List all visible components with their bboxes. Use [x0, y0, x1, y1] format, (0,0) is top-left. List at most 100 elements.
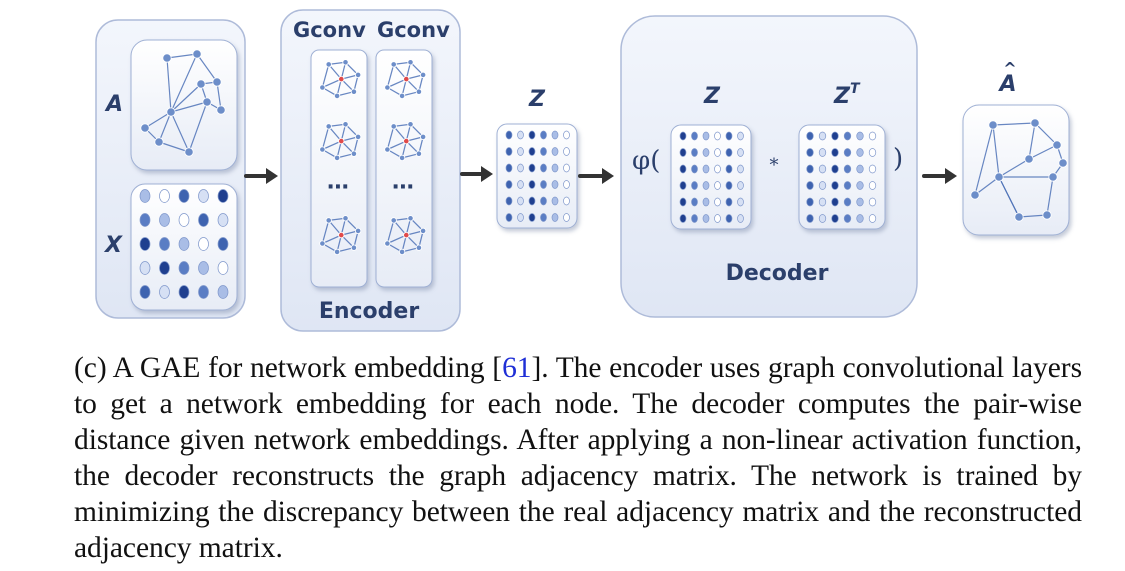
- z-label: Z: [528, 87, 546, 112]
- graph-node: [162, 53, 172, 63]
- graph-node: [398, 248, 406, 256]
- graph-node: [333, 92, 341, 100]
- matrix-dot: [517, 147, 524, 156]
- matrix-dot: [139, 261, 151, 275]
- arrow-head: [266, 168, 278, 184]
- graph-node: [407, 215, 414, 222]
- graph-edge: [393, 63, 407, 80]
- graph-edge: [170, 83, 202, 113]
- matrix-dot: [737, 181, 744, 190]
- graph-node: [196, 79, 206, 89]
- matrix-dot: [714, 164, 721, 174]
- graph-node: [354, 133, 362, 141]
- matrix-dot: [551, 163, 559, 173]
- graph-edge: [393, 125, 407, 142]
- graph-node: [333, 248, 341, 256]
- caption-text-end: ]. The encoder uses graph convolutional …: [74, 352, 1082, 564]
- decoder-zt-label: ZT: [833, 81, 861, 109]
- layer-node-graph: [319, 59, 362, 100]
- encoder-panel: Gconv Gconv ⋯ ⋯ Encoder: [280, 9, 461, 332]
- matrix-dot: [818, 148, 827, 157]
- matrix-dot: [178, 285, 190, 299]
- reconstructed-graph: [970, 118, 1068, 222]
- phi-close: ): [893, 144, 903, 174]
- matrix-dot: [856, 148, 864, 157]
- matrix-dot: [691, 181, 698, 190]
- matrix-dot: [818, 197, 827, 207]
- matrix-dot: [528, 130, 536, 140]
- graph-node: [419, 227, 427, 235]
- a-hat-label: A: [997, 72, 1016, 97]
- graph-edge: [216, 81, 222, 111]
- matrix-dot: [856, 197, 864, 207]
- matrix-dot: [831, 164, 839, 174]
- matrix-dot: [505, 196, 513, 206]
- graph-node: [1042, 210, 1052, 220]
- matrix-dot: [843, 164, 852, 174]
- matrix-dot: [178, 189, 190, 203]
- graph-edge: [322, 234, 342, 245]
- graph-node: [325, 217, 332, 224]
- matrix-dot: [856, 181, 864, 190]
- matrix-dot: [679, 164, 687, 174]
- graph-edge: [321, 126, 330, 150]
- graph-edge: [992, 122, 1036, 126]
- citation-link[interactable]: 61: [502, 352, 532, 384]
- matrix-dot: [843, 181, 852, 190]
- matrix-dot: [806, 148, 814, 157]
- graph-edge: [387, 78, 407, 89]
- caption-text-start: (c) A GAE for network embedding [: [74, 352, 503, 384]
- gconv-layer-2: [375, 49, 433, 288]
- graph-node: [192, 49, 202, 59]
- graph-edge: [170, 53, 198, 113]
- graph-node: [154, 137, 164, 147]
- graph-node: [202, 97, 212, 107]
- matrix-dot: [818, 181, 827, 190]
- matrix-dot: [505, 180, 513, 189]
- layer-node-graph: [319, 121, 362, 162]
- graph-edge: [386, 64, 395, 88]
- graph-node: [403, 75, 410, 83]
- matrix-dot: [843, 214, 852, 223]
- adjacency-label: A: [104, 92, 123, 117]
- matrix-dot: [517, 163, 524, 173]
- matrix-dot: [551, 213, 559, 222]
- figure-caption: (c) A GAE for network embedding [61]. Th…: [74, 350, 1082, 566]
- adjacency-graph: [140, 49, 226, 157]
- matrix-dot: [714, 214, 721, 223]
- matrix-dot: [540, 213, 547, 222]
- matrix-dot: [691, 164, 698, 174]
- gconv-layer-1: [310, 49, 368, 288]
- graph-node: [1052, 140, 1062, 150]
- matrix-dot: [868, 148, 877, 157]
- gconv-label-2: Gconv: [377, 18, 450, 42]
- output: A ^: [962, 59, 1070, 236]
- graph-edge: [328, 125, 342, 142]
- feature-matrix-dots: [139, 189, 229, 299]
- graph-edge: [170, 101, 208, 113]
- matrix-dot: [725, 164, 733, 174]
- graph-node: [338, 231, 345, 239]
- graph-node: [398, 92, 406, 100]
- graph-node: [390, 123, 397, 130]
- matrix-dot: [725, 214, 733, 223]
- matrix-dot: [702, 131, 710, 141]
- matrix-dot: [551, 147, 559, 156]
- matrix-dot: [831, 148, 839, 157]
- ellipsis-layer-2: ⋯: [392, 175, 414, 200]
- matrix-dot: [856, 131, 864, 141]
- embedding-matrix-card: [496, 123, 578, 229]
- matrix-dot: [528, 147, 536, 156]
- matrix-dot: [806, 214, 814, 223]
- graph-node: [333, 154, 341, 162]
- graph-node: [319, 240, 326, 247]
- matrix-dot: [737, 148, 744, 157]
- graph-edge: [1034, 122, 1058, 146]
- matrix-dot: [217, 285, 229, 299]
- decoder-zt-card: [798, 124, 886, 230]
- graph-edge: [328, 219, 342, 236]
- graph-node: [319, 84, 326, 91]
- matrix-dot: [551, 196, 559, 206]
- matrix-dot: [528, 163, 536, 173]
- matrix-dot: [831, 131, 839, 141]
